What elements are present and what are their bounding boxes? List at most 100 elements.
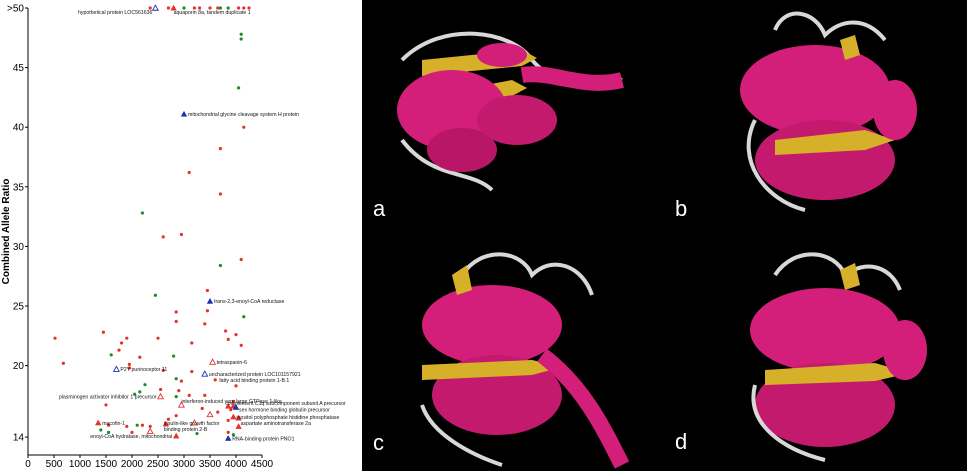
x-tick-label: 3500 xyxy=(199,459,222,470)
structure-panel-a: a xyxy=(362,0,665,235)
data-point xyxy=(143,383,147,387)
data-point xyxy=(203,322,207,326)
y-tick-label: 14 xyxy=(13,433,25,444)
data-point-triangle xyxy=(235,423,242,429)
x-tick-label: 4500 xyxy=(251,459,274,470)
data-point-triangle xyxy=(201,370,209,377)
data-point xyxy=(101,330,105,334)
data-point xyxy=(203,393,207,397)
data-point-triangle xyxy=(162,420,170,427)
data-point xyxy=(239,32,243,36)
data-point xyxy=(213,378,217,382)
x-tick-label: 500 xyxy=(46,459,63,470)
data-point-triangle xyxy=(157,392,165,400)
data-point xyxy=(242,315,246,319)
data-point-triangle xyxy=(224,402,232,409)
protein-structure-d xyxy=(750,252,927,462)
data-point xyxy=(226,418,230,423)
data-point xyxy=(133,392,137,396)
data-point xyxy=(166,6,170,10)
point-annotation: macofin-1 xyxy=(102,421,125,427)
data-point xyxy=(247,6,251,10)
data-point xyxy=(109,353,113,357)
y-tick-label: 20 xyxy=(13,361,25,372)
data-point xyxy=(205,309,209,313)
data-point xyxy=(153,293,157,297)
data-point xyxy=(138,355,142,359)
data-point-triangle xyxy=(206,297,214,304)
point-annotation: enoyl-CoA hydratase, mitochondrial xyxy=(90,434,172,440)
y-tick-label: 40 xyxy=(13,123,25,134)
point-annotation: plasminogen activator inhibitor 1 precur… xyxy=(59,395,157,401)
panel-label: d xyxy=(675,429,688,454)
point-annotation: trans-2,3-enoyl-CoA reductase xyxy=(214,299,284,305)
point-annotation: interferon-induced very large GTPase 1-l… xyxy=(181,399,281,405)
data-point xyxy=(117,348,121,352)
data-point-triangle xyxy=(235,414,242,421)
data-point xyxy=(107,423,111,427)
data-point xyxy=(140,423,144,427)
x-tick-label: 0 xyxy=(25,459,31,470)
data-point xyxy=(239,37,243,41)
x-tick-label: 4000 xyxy=(225,459,248,470)
data-point xyxy=(179,379,183,383)
panel-label: b xyxy=(675,196,688,221)
data-point xyxy=(120,341,124,345)
data-point-triangle xyxy=(172,432,180,439)
data-point xyxy=(239,257,243,262)
x-tick-label: 1500 xyxy=(95,459,118,470)
data-point xyxy=(53,336,57,340)
data-point xyxy=(172,354,176,358)
x-tick-label: 3000 xyxy=(173,459,196,470)
data-point xyxy=(174,310,178,314)
x-tick-label: 1000 xyxy=(69,459,92,470)
structure-panel-d: d xyxy=(665,235,967,471)
data-point xyxy=(148,424,152,428)
structure-panel-c: c xyxy=(362,235,665,471)
data-point-triangle xyxy=(112,365,120,372)
data-point xyxy=(237,86,241,90)
data-point xyxy=(231,399,235,403)
data-point xyxy=(239,343,243,347)
point-annotation: aquaporin 8a, tandem duplicate 1 xyxy=(174,10,251,16)
data-point xyxy=(182,6,186,10)
data-point xyxy=(216,410,220,414)
point-annotation: aspartate aminotransferase 2a xyxy=(241,421,311,427)
data-point xyxy=(166,417,170,421)
data-point xyxy=(216,6,220,10)
point-annotation: uncharacterized protein LOC101157921 xyxy=(209,372,301,378)
data-point xyxy=(229,408,233,412)
data-point xyxy=(242,125,246,129)
data-point xyxy=(224,329,228,333)
data-point xyxy=(237,6,241,10)
data-point xyxy=(161,235,165,239)
data-point xyxy=(226,6,230,10)
y-axis-title: Combined Allele Ratio xyxy=(1,179,12,285)
data-point xyxy=(99,428,103,432)
data-point xyxy=(179,232,183,237)
data-point xyxy=(140,211,144,215)
data-point xyxy=(195,431,199,436)
point-annotation: mitochondrial glycine cleavage system H … xyxy=(188,112,299,118)
data-point-triangle xyxy=(170,4,177,11)
point-annotation: complement C1q subcomponent subunit A pr… xyxy=(225,401,346,407)
point-annotation: insulin-like growth factor xyxy=(164,421,220,427)
data-point xyxy=(127,366,131,370)
point-annotation: fatty acid binding protein 1-B.1 xyxy=(219,378,289,384)
data-point-triangle xyxy=(190,419,198,426)
data-point-triangle xyxy=(146,427,154,434)
data-point xyxy=(174,414,178,418)
data-point xyxy=(218,263,222,268)
data-point xyxy=(200,406,204,411)
data-point xyxy=(174,394,178,399)
data-point-triangle xyxy=(209,358,217,365)
y-tick-label: 45 xyxy=(13,63,25,74)
point-annotation: hypothetical protein LOC561636 xyxy=(78,10,153,16)
data-point xyxy=(138,390,142,394)
data-point xyxy=(177,389,181,393)
data-point xyxy=(187,393,191,397)
data-point xyxy=(218,192,222,196)
data-point xyxy=(208,6,212,10)
data-point xyxy=(242,6,246,10)
